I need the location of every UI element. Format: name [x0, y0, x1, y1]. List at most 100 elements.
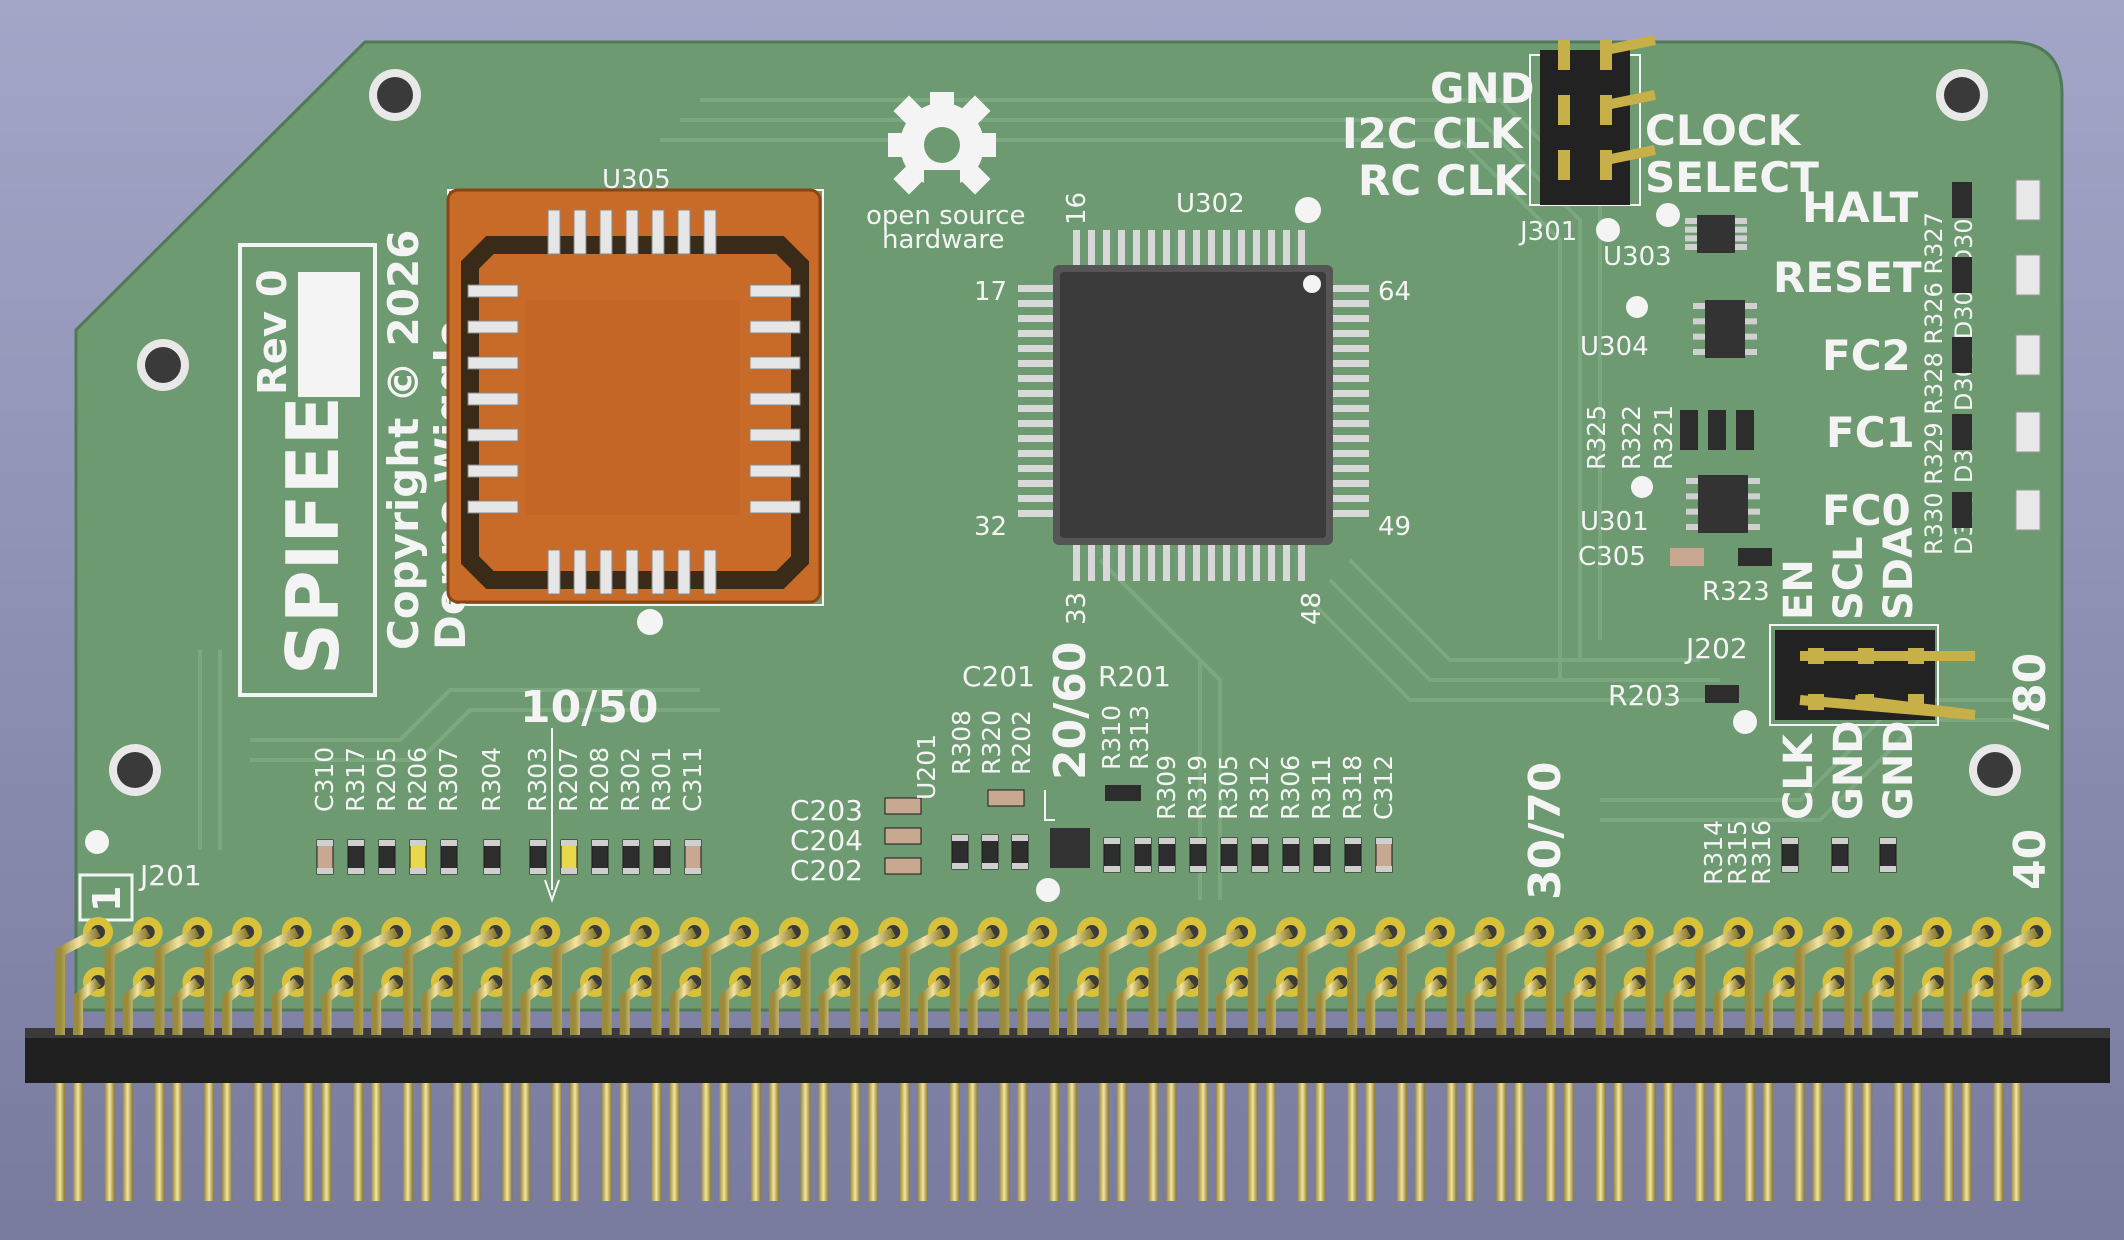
j202-sda-label: SDA — [1876, 527, 1922, 620]
jumper-gnd-label: GND — [1430, 64, 1535, 113]
u301-label: U301 — [1580, 507, 1649, 537]
led-resistor-refs: R330 R329 R328 R326 R327 — [1920, 212, 1948, 555]
u301-resistors: R325 R322 R321 C305 R323 — [1578, 405, 1772, 607]
status-leds: HALT RESET FC2 FC1 FC0 R330 R329 R328 R3… — [1773, 179, 2041, 555]
j301-clock-jumper[interactable]: GND I2C CLK RC CLK CLOCK SELECT J301 — [1342, 35, 1819, 247]
board-name: SPIFEE — [271, 396, 355, 675]
marker-80: /80 — [2005, 653, 2056, 730]
ref-c204: C204 — [790, 824, 863, 857]
u302-qfp-chip: U302 16 17 32 33 48 49 64 — [974, 189, 1411, 625]
marker-40: 40 — [2005, 829, 2056, 890]
ref-r316: R316 — [1747, 820, 1776, 885]
mounting-holes — [109, 69, 2021, 796]
pin-33: 33 — [1062, 592, 1092, 625]
pin-markers: 10/50 20/60 30/70 40 /80 — [520, 641, 2056, 904]
jumper-rc-clk-label: RC CLK — [1358, 156, 1527, 205]
ref-c201: C201 — [962, 660, 1035, 693]
led-halt-label: HALT — [1802, 183, 1918, 232]
u201-chip: U201 — [912, 734, 1090, 868]
ref-r317: R317 — [341, 747, 370, 812]
led-fc2-label: FC2 — [1822, 331, 1911, 380]
r321-label: R321 — [1649, 405, 1678, 470]
pin-49: 49 — [1378, 512, 1411, 542]
copyright-text: Copyright © 2026 — [379, 230, 428, 650]
ref-c311: C311 — [678, 747, 707, 812]
oshw-logo: open source hardware — [866, 92, 1026, 255]
oshw-text-2: hardware — [882, 225, 1004, 255]
ref-r206: R206 — [403, 747, 432, 812]
marker-10-50: 10/50 — [520, 682, 659, 733]
u304-label: U304 — [1580, 332, 1649, 362]
ref-r311: R311 — [1307, 755, 1336, 820]
pin-32: 32 — [974, 512, 1007, 542]
pin-17: 17 — [974, 277, 1007, 307]
jumper-select-label: SELECT — [1645, 153, 1819, 202]
ref-c203: C203 — [790, 794, 863, 827]
led-reset-label: RESET — [1773, 253, 1922, 302]
small-ics: U303 U304 U301 — [1580, 215, 1760, 537]
board-revision: Rev 0 — [250, 269, 296, 395]
r325-label: R325 — [1582, 405, 1611, 470]
ref-r304: R304 — [477, 747, 506, 812]
smd-parts — [316, 785, 1897, 875]
j301-label: J301 — [1518, 217, 1577, 247]
ref-r305: R305 — [1214, 755, 1243, 820]
jumper-clock-label: CLOCK — [1645, 106, 1802, 155]
ref-r309: R309 — [1152, 755, 1181, 820]
pin-16: 16 — [1062, 192, 1092, 225]
j201-label: J201 — [138, 859, 202, 892]
pcb-traces — [198, 98, 2040, 900]
fiducial-4 — [1656, 203, 1680, 227]
led-fc0-label: FC0 — [1822, 486, 1911, 535]
fiducial-5 — [1733, 710, 1757, 734]
ref-r312: R312 — [1245, 755, 1274, 820]
small-ic-pins — [1685, 218, 1760, 530]
u201-label: U201 — [912, 734, 941, 800]
marker-20-60: 20/60 — [1045, 641, 1096, 780]
ref-r310: R310 — [1097, 705, 1126, 770]
ref-r201: R201 — [1098, 660, 1171, 693]
fiducial-3 — [1596, 218, 1620, 242]
j201-main-header[interactable]: 1 J201 — [25, 859, 2110, 1201]
j202-scl-label: SCL — [1826, 536, 1872, 620]
ref-c202: C202 — [790, 854, 863, 887]
ref-r308: R308 — [947, 710, 976, 775]
ref-r301: R301 — [647, 747, 676, 812]
fiducial-7 — [85, 830, 109, 854]
ref-r207: R207 — [554, 747, 583, 812]
j202-gnd2-label: GND — [1876, 720, 1922, 820]
pin-48: 48 — [1297, 592, 1327, 625]
j202-gnd1-label: GND — [1826, 720, 1872, 820]
u302-label: U302 — [1176, 189, 1245, 219]
ref-r320: R320 — [977, 710, 1006, 775]
r323-label: R323 — [1702, 577, 1770, 607]
c305-label: C305 — [1578, 542, 1646, 572]
title-block: SPIFEE Rev 0 Copyright © 2026 Denno Wigg… — [238, 230, 475, 697]
jumper-i2c-clk-label: I2C CLK — [1342, 109, 1524, 158]
pin-64: 64 — [1378, 277, 1411, 307]
u303-label: U303 — [1603, 242, 1672, 272]
r322-label: R322 — [1617, 405, 1646, 470]
ref-r318: R318 — [1338, 755, 1367, 820]
u305-label: U305 — [602, 165, 671, 195]
j202-en-label: EN — [1776, 559, 1822, 620]
j202-i2c-header[interactable]: EN SCL SDA CLK GND GND J202 R203 — [1608, 527, 1976, 820]
fiducial-2 — [1295, 197, 1321, 223]
ref-c310: C310 — [310, 747, 339, 812]
pin-1-label: 1 — [85, 886, 129, 912]
ref-r205: R205 — [372, 747, 401, 812]
r203-label: R203 — [1608, 679, 1681, 712]
ref-r302: R302 — [616, 747, 645, 812]
ref-r307: R307 — [434, 747, 463, 812]
led-fc1-label: FC1 — [1826, 408, 1915, 457]
ref-r314: R314 — [1699, 820, 1728, 885]
fiducial-1 — [637, 609, 663, 635]
ref-r313: R313 — [1125, 705, 1154, 770]
qfp-pins — [1018, 230, 1369, 581]
j202-clk-label: CLK — [1776, 732, 1822, 820]
marker-30-70: 30/70 — [1520, 761, 1571, 900]
ref-r202: R202 — [1007, 710, 1036, 775]
